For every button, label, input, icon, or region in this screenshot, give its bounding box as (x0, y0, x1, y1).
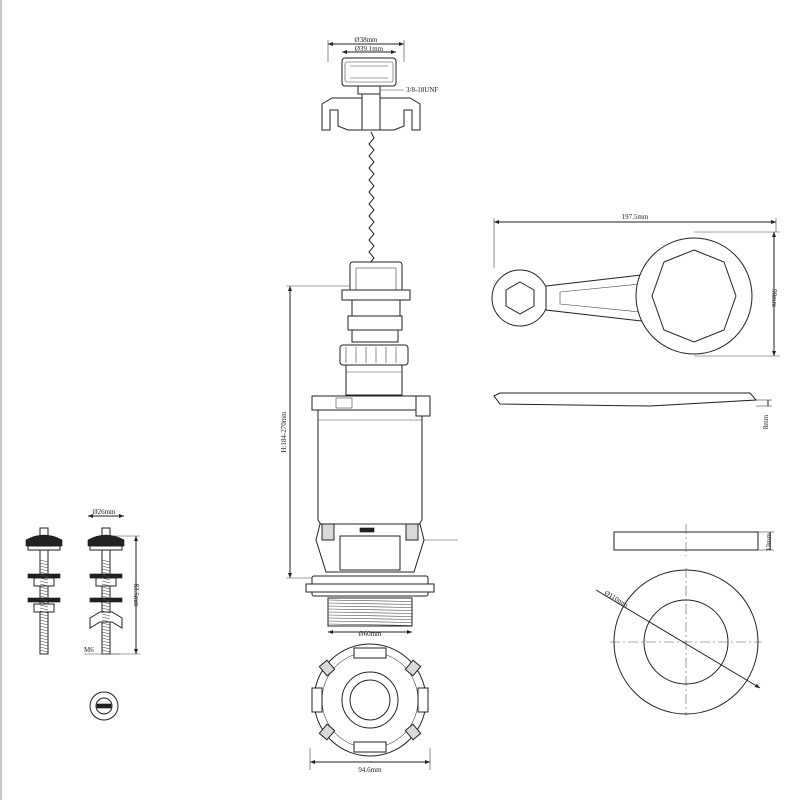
valve-head (339, 261, 411, 396)
dim-base-diameter: Ø60mm (359, 630, 383, 638)
dim-height: H:184-270mm (280, 411, 288, 453)
bolt-set: Ø26mm 83.5mm M6 (25, 508, 140, 721)
dim-wrench-thickness: 8mm (762, 414, 770, 429)
dim-wrench-width: 90mm (770, 289, 778, 307)
push-button (341, 57, 397, 95)
dim-button-inner: Ø39.1mm (355, 45, 384, 53)
bolt-left (25, 527, 63, 655)
dim-bolt-thread: M6 (84, 646, 94, 654)
chain-rod (368, 131, 375, 265)
bolt-right (87, 527, 125, 655)
dim-thread: 3/8-18UNF (406, 86, 438, 94)
gasket: 13mm Ø110mm (595, 524, 774, 716)
dim-bolt-length: 83.5mm (132, 583, 140, 607)
dim-bolt-washer: Ø26mm (93, 508, 117, 516)
dim-gasket-thickness: 13mm (765, 533, 773, 551)
flush-valve-assembly: Ø38mm Ø39.1mm 3/8-18UNF (280, 36, 458, 638)
valve-body (311, 395, 458, 573)
dim-line-gasket-diameter (595, 589, 761, 689)
dim-gasket-diameter: Ø110mm (603, 589, 630, 610)
dim-base-width: 94.6mm (358, 766, 382, 774)
washer-top-view (89, 691, 119, 721)
valve-flange (305, 575, 435, 627)
spanner-wrench: 197.5mm 90mm 8mm (491, 213, 780, 429)
dim-wrench-length: 197.5mm (622, 213, 649, 221)
valve-bottom-view: 94.6mm (309, 643, 431, 774)
dim-button-outer: Ø38mm (355, 36, 379, 44)
top-bracket (321, 93, 421, 131)
